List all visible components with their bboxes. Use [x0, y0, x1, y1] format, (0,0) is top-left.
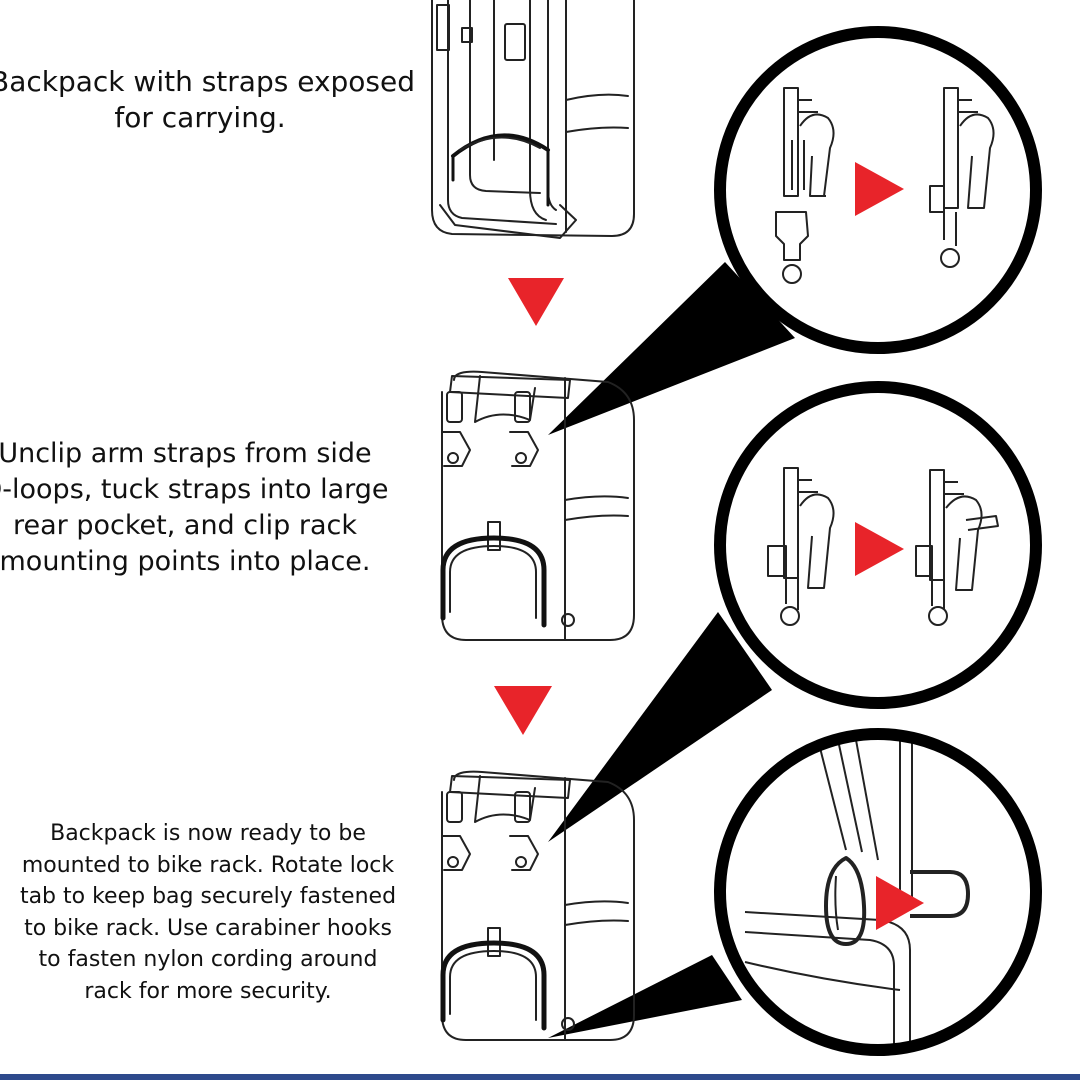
callout-pointer-2	[548, 612, 772, 842]
step-2-line: rear pocket, and clip rack	[13, 510, 357, 541]
detail-circle-1	[714, 26, 1042, 354]
right-arrow-icon	[855, 162, 904, 216]
backpack-rack-illustration	[440, 370, 635, 641]
buckle-detail-icon	[783, 87, 835, 197]
carabiner-icon	[824, 856, 867, 946]
buckle-detail-icon	[915, 469, 999, 626]
step-3-description: Backpack is now ready to be mounted to b…	[0, 818, 416, 1007]
step-3-line: tab to keep bag securely fastened	[19, 884, 397, 909]
step-2-description: Unclip arm straps from side D-loops, tuc…	[0, 436, 390, 580]
callout-pointer-3	[548, 955, 742, 1038]
backpack-mounted-illustration	[440, 770, 635, 1041]
callout-pointer-1	[548, 262, 795, 435]
step-3-line: mounted to bike rack. Rotate lock	[21, 852, 395, 878]
step-1-description: Backpack with straps exposed for carryin…	[0, 64, 416, 136]
backpack-carry-illustration	[431, 0, 635, 239]
down-arrow-icon	[508, 278, 564, 326]
buckle-detail-icon	[929, 87, 995, 268]
step-3-line: to bike rack. Use carabiner hooks	[24, 915, 392, 941]
down-arrow-icon	[494, 686, 552, 735]
d-ring-icon	[910, 870, 970, 918]
step-2-line: mounting points into place.	[0, 546, 371, 577]
right-arrow-icon	[876, 876, 924, 930]
detail-circle-2	[714, 381, 1042, 709]
step-3-line: to fasten nylon cording around	[38, 947, 378, 972]
right-arrow-icon	[855, 522, 904, 576]
buckle-detail-icon	[767, 467, 835, 626]
step-3-line: Backpack is now ready to be	[50, 821, 366, 846]
step-2-line: Unclip arm straps from side	[0, 438, 372, 469]
step-1-line: Backpack with straps exposed	[0, 65, 416, 98]
step-3-line: rack for more security.	[84, 978, 332, 1004]
bottom-accent-bar	[0, 1074, 1080, 1080]
step-2-line: D-loops, tuck straps into large	[0, 474, 389, 505]
detail-circle-3	[714, 728, 1042, 1056]
step-1-line: for carrying.	[114, 101, 286, 134]
buckle-detail-icon	[775, 211, 809, 284]
